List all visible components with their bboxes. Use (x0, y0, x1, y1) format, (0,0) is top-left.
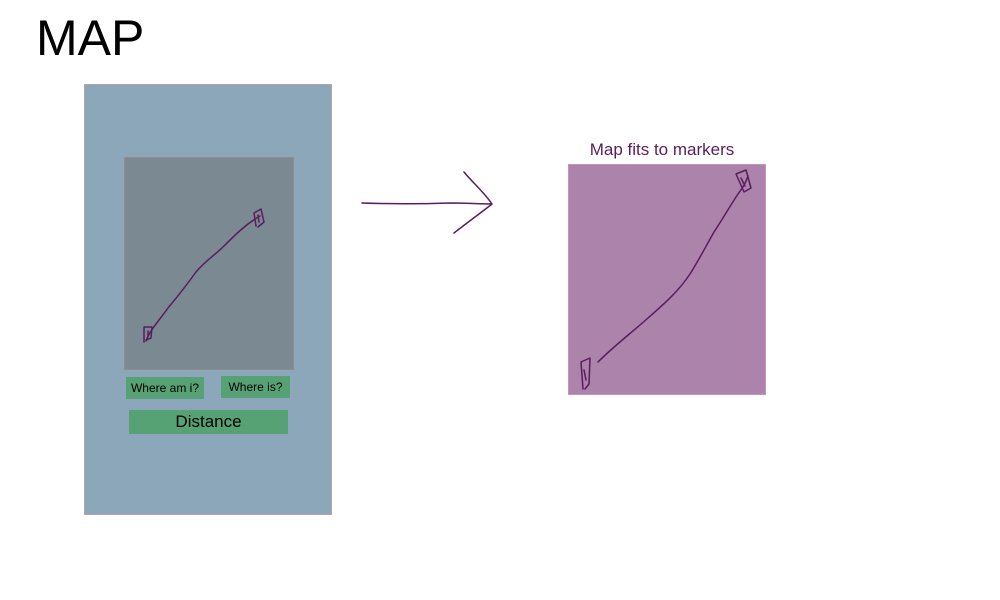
distance-button[interactable]: Distance (129, 410, 288, 434)
hand-drawn-right-arrow-icon (361, 171, 493, 234)
page-title: MAP (36, 10, 145, 66)
where-am-i-label: Where am i? (130, 381, 200, 395)
where-am-i-button[interactable]: Where am i? (126, 377, 204, 399)
result-map-view (568, 164, 766, 395)
distance-label: Distance (175, 412, 242, 431)
where-is-label: Where is? (228, 380, 283, 394)
map-view[interactable] (124, 157, 294, 370)
result-caption: Map fits to markers (589, 140, 735, 159)
where-is-button[interactable]: Where is? (221, 376, 290, 398)
